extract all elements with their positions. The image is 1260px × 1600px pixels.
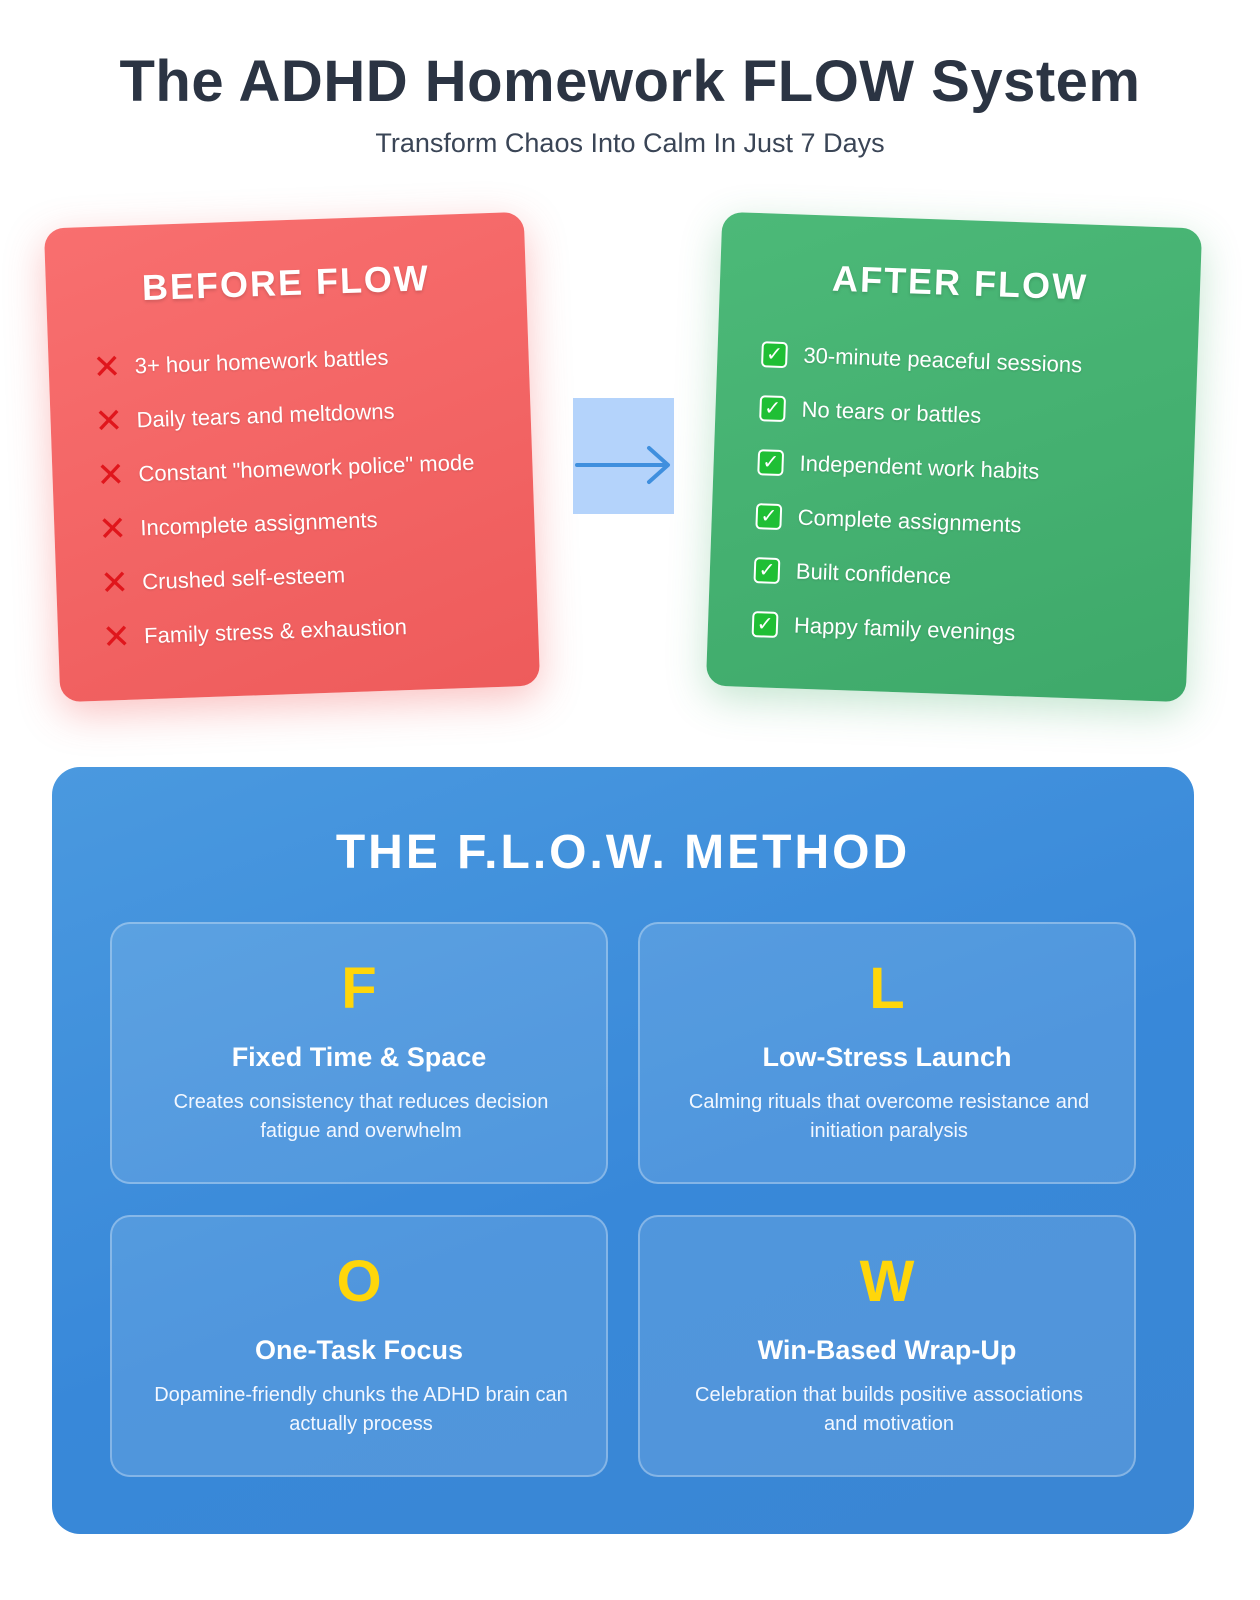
cross-mark-icon: ✕ [93, 401, 124, 441]
cross-mark-icon: ✕ [99, 563, 130, 603]
step-letter: W [859, 1249, 915, 1314]
list-item-label: Daily tears and meltdowns [136, 398, 395, 433]
step-letter: F [341, 956, 377, 1021]
list-item-label: Family stress & exhaustion [143, 614, 408, 649]
step-card-f: F Fixed Time & Space Creates consistency… [110, 922, 608, 1184]
step-card-w: W Win-Based Wrap-Up Celebration that bui… [638, 1215, 1136, 1477]
before-flow-card: BEFORE FLOW ✕ 3+ hour homework battles ✕ D… [43, 211, 541, 703]
list-item: ✓ Happy family evenings [751, 597, 1074, 662]
after-flow-title: AFTER FLOW [831, 257, 1089, 308]
step-letter: L [869, 956, 905, 1021]
arrow-right-icon [575, 446, 670, 484]
check-mark-icon: ✓ [757, 449, 785, 477]
list-item-label: Independent work habits [799, 450, 1040, 484]
step-name: Fixed Time & Space [231, 1042, 487, 1072]
step-name: Low-Stress Launch [762, 1042, 1012, 1072]
page-subtitle: Transform Chaos Into Calm In Just 7 Days [375, 128, 885, 158]
flow-method-panel: THE F.L.O.W. METHOD F Fixed Time & Space… [52, 767, 1194, 1534]
step-description: Creates consistency that reduces decisio… [173, 1091, 549, 1142]
list-item-label: 3+ hour homework battles [134, 344, 389, 379]
page-title: The ADHD Homework FLOW System [119, 49, 1141, 114]
cross-mark-icon: ✕ [92, 347, 122, 387]
transition-arrow [573, 398, 674, 514]
step-name: Win-Based Wrap-Up [757, 1335, 1017, 1365]
step-description: Dopamine-friendly chunks the ADHD brain … [154, 1384, 568, 1435]
cross-mark-icon: ✕ [97, 509, 128, 549]
step-card-o: O One-Task Focus Dopamine-friendly chunk… [110, 1215, 608, 1477]
after-flow-list: ✓ 30-minute peaceful sessions ✓ No tears o… [751, 327, 1083, 662]
list-item-label: 30-minute peaceful sessions [803, 342, 1083, 378]
check-mark-icon: ✓ [753, 557, 781, 584]
step-letter: O [336, 1249, 382, 1314]
step-description: Celebration that builds positive associa… [695, 1384, 1083, 1435]
list-item-label: Complete assignments [797, 504, 1022, 538]
cross-mark-icon: ✕ [101, 617, 132, 657]
check-mark-icon: ✓ [761, 341, 788, 369]
list-item-label: Happy family evenings [793, 612, 1016, 646]
before-flow-list: ✕ 3+ hour homework battles ✕ Daily tears a… [92, 328, 481, 665]
check-mark-icon: ✓ [759, 395, 787, 423]
step-name: One-Task Focus [254, 1335, 464, 1365]
after-flow-card: AFTER FLOW ✓ 30-minute peaceful sessions … [705, 211, 1203, 703]
cross-mark-icon: ✕ [95, 455, 126, 495]
list-item-label: Crushed self-esteem [141, 562, 346, 595]
before-flow-title: BEFORE FLOW [141, 257, 431, 309]
check-mark-icon: ✓ [755, 503, 783, 531]
list-item-label: No tears or battles [801, 396, 982, 428]
list-item-label: Incomplete assignments [139, 507, 378, 541]
flow-method-title: THE F.L.O.W. METHOD [335, 826, 911, 879]
list-item-label: Constant "homework police" mode [138, 449, 475, 487]
step-card-l: L Low-Stress Launch Calming rituals that… [638, 922, 1136, 1184]
list-item-label: Built confidence [795, 558, 952, 589]
check-mark-icon: ✓ [751, 611, 779, 638]
step-description: Calming rituals that overcome resistance… [688, 1091, 1090, 1142]
